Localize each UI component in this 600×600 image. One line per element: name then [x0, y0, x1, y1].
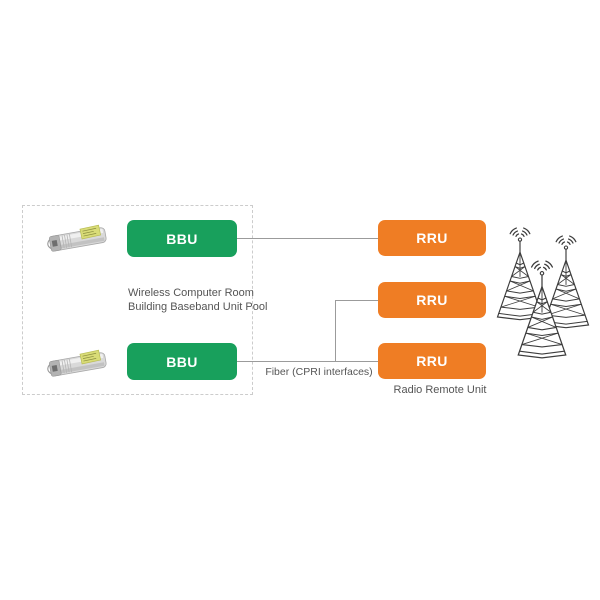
sfp-transceiver-icon: [47, 224, 107, 252]
rru-node-2: RRU: [378, 282, 486, 318]
bbu-node-2: BBU: [127, 343, 237, 380]
fiber-link-label: Fiber (CPRI interfaces): [265, 366, 373, 378]
rru-node-1: RRU: [378, 220, 486, 256]
rru-caption: Radio Remote Unit: [393, 384, 487, 396]
bbu-pool-caption-line1: Wireless Computer Room: [128, 287, 254, 299]
cell-towers-icon: [496, 227, 590, 359]
bbu-pool-boundary: [22, 205, 253, 395]
sfp-transceiver-icon: [47, 349, 107, 377]
bbu-pool-caption: Wireless Computer Room Building Baseband…: [128, 287, 267, 314]
connector-bbu2-rru3: [237, 361, 378, 362]
connector-branch-vertical: [335, 300, 336, 361]
rru-node-3: RRU: [378, 343, 486, 379]
bbu-pool-caption-line2: Building Baseband Unit Pool: [128, 300, 268, 313]
connector-bbu1-rru1: [237, 238, 378, 239]
bbu-node-1: BBU: [127, 220, 237, 257]
connector-branch-rru2: [335, 300, 378, 301]
